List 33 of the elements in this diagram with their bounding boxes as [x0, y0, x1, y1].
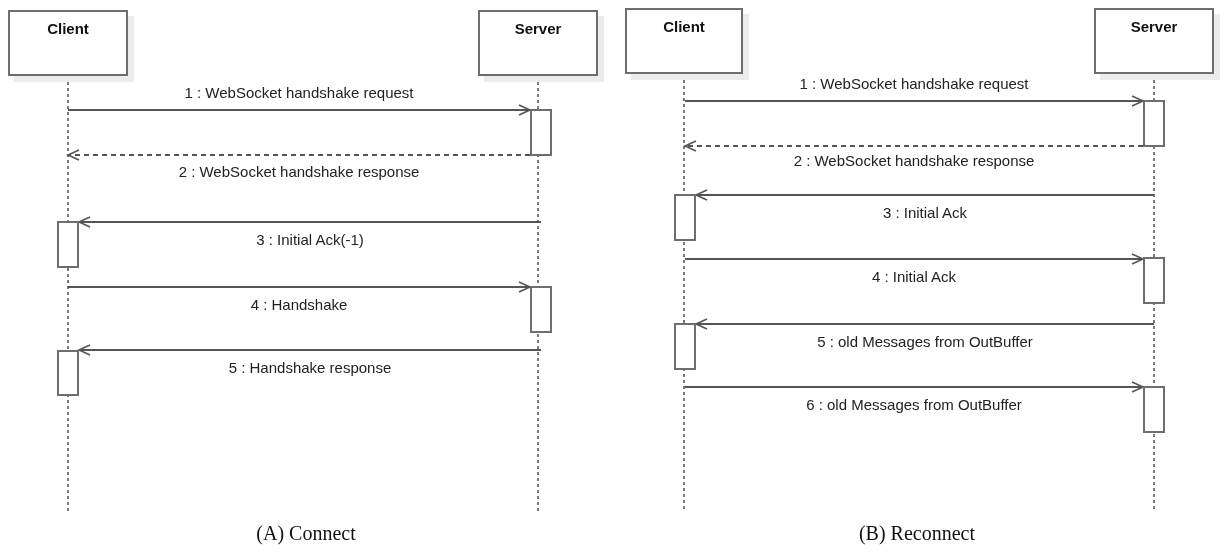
message-label: 2 : WebSocket handshake response	[176, 163, 422, 180]
message-arrow	[67, 104, 531, 116]
activation-bar	[674, 323, 696, 370]
message-label: 5 : old Messages from OutBuffer	[815, 333, 1035, 350]
activation-bar	[530, 109, 552, 156]
message-arrow	[78, 216, 542, 228]
message-label: 6 : old Messages from OutBuffer	[804, 396, 1024, 413]
message-arrow	[695, 318, 1155, 330]
message-label: 5 : Handshake response	[226, 359, 394, 376]
message-label: 4 : Handshake	[248, 296, 350, 313]
message-label: 4 : Initial Ack	[869, 268, 959, 285]
message-arrow	[78, 344, 542, 356]
message-arrow	[684, 381, 1144, 393]
figure-caption: (B) Reconnect	[858, 522, 976, 545]
activation-bar	[57, 221, 79, 268]
figure-caption: (A) Connect	[256, 522, 356, 545]
return-message-arrow	[67, 149, 531, 161]
message-arrow	[684, 95, 1144, 107]
message-arrow	[684, 253, 1144, 265]
message-label: 1 : WebSocket handshake request	[797, 75, 1031, 92]
activation-bar	[57, 350, 79, 396]
message-label: 3 : Initial Ack(-1)	[254, 231, 366, 248]
message-label: 1 : WebSocket handshake request	[182, 84, 416, 101]
activation-bar	[1143, 386, 1165, 433]
message-label: 2 : WebSocket handshake response	[791, 152, 1037, 169]
activation-bar	[674, 194, 696, 241]
message-label: 3 : Initial Ack	[880, 204, 970, 221]
return-message-arrow	[684, 140, 1144, 152]
message-arrow	[695, 189, 1155, 201]
activation-bar	[1143, 100, 1165, 147]
activation-bar	[1143, 257, 1165, 304]
message-arrow	[67, 281, 531, 293]
activation-bar	[530, 286, 552, 333]
